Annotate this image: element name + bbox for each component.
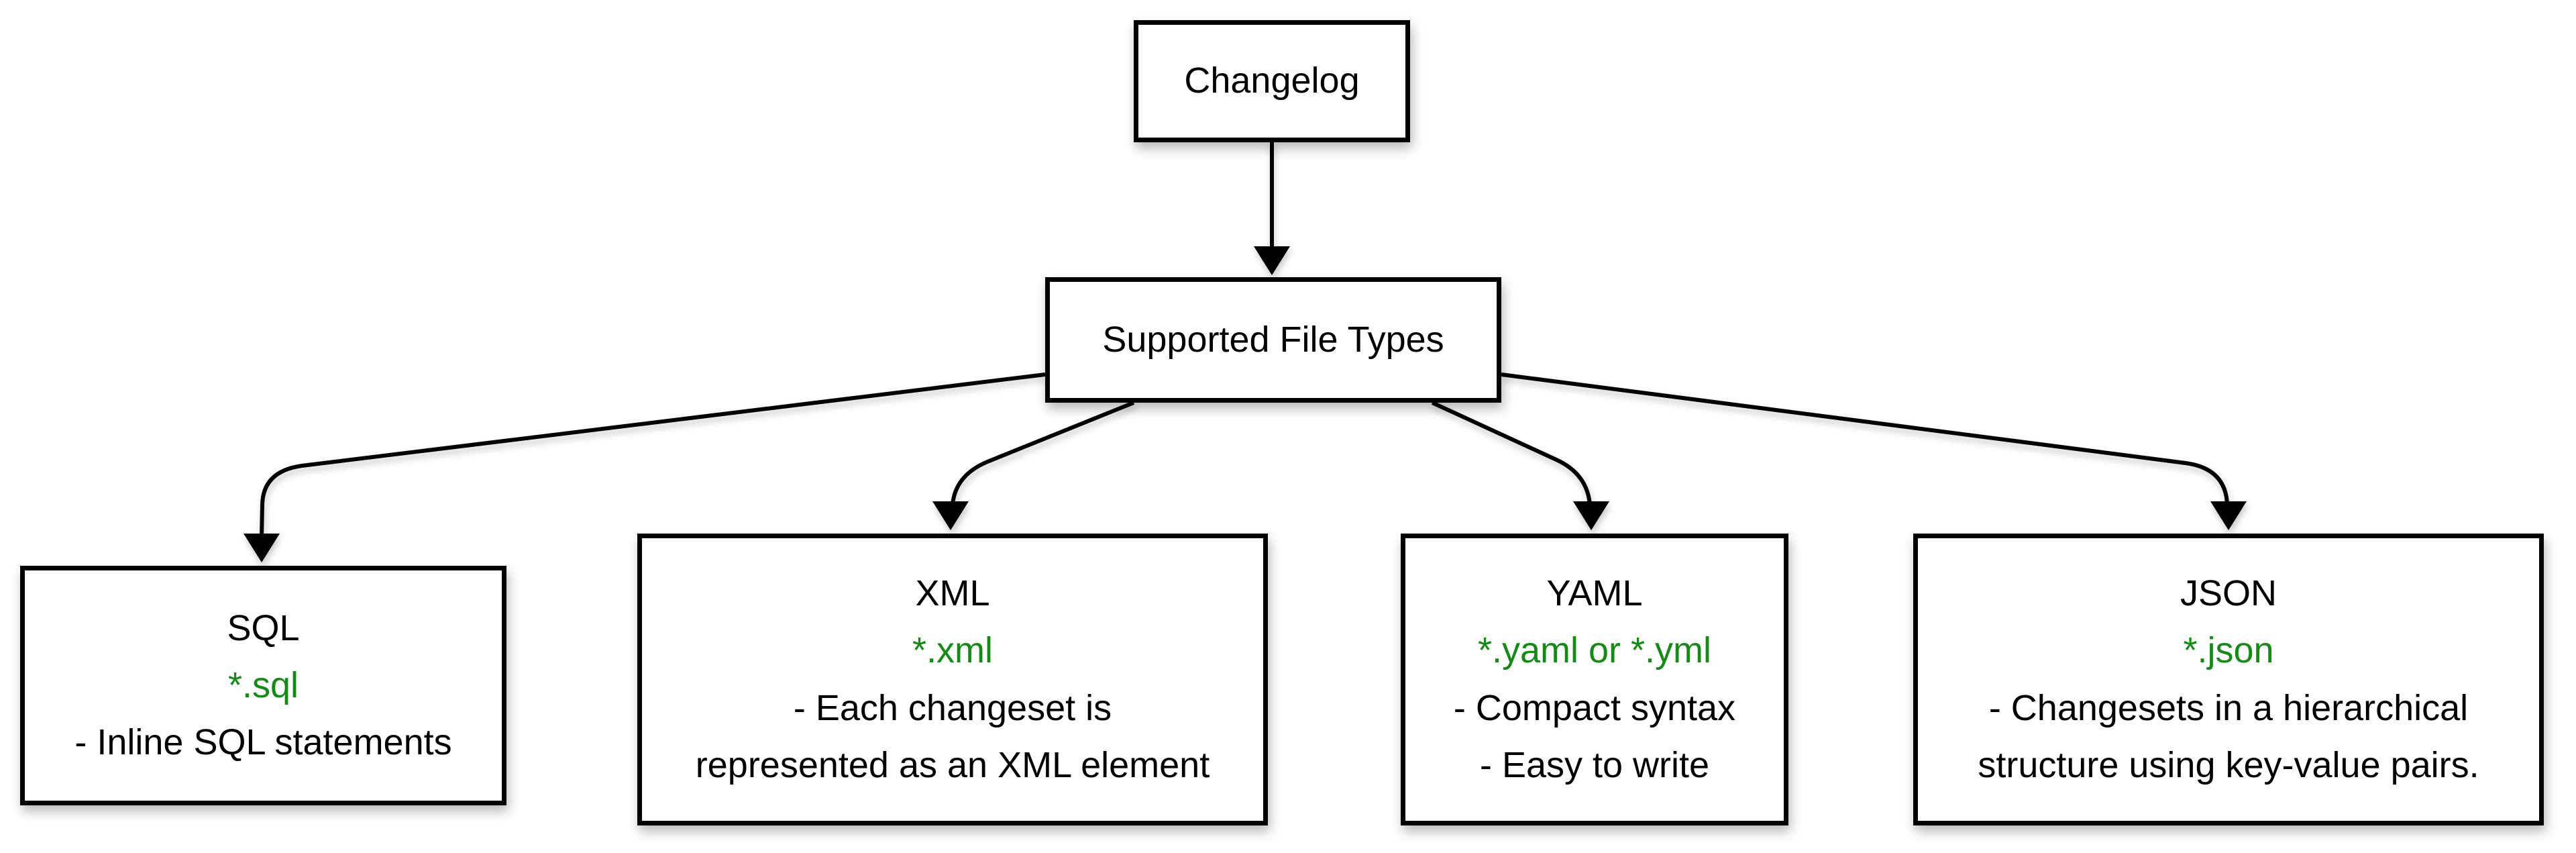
file-pattern: *.json bbox=[2183, 630, 2274, 671]
node-title: YAML bbox=[1546, 572, 1643, 613]
node-desc-line: - Easy to write bbox=[1479, 744, 1710, 785]
node-changelog: Changelog bbox=[1134, 20, 1410, 142]
node-desc-line: represented as an XML element bbox=[695, 744, 1210, 785]
arrowhead-down-icon bbox=[932, 501, 969, 530]
node-desc-line: - Compact syntax bbox=[1453, 687, 1736, 728]
node-supported-file-types: Supported File Types bbox=[1045, 277, 1501, 403]
arrowhead-down-icon bbox=[2210, 501, 2247, 530]
node-desc-line: - Inline SQL statements bbox=[74, 722, 452, 763]
node-xml: XML *.xml - Each changeset is represente… bbox=[637, 534, 1268, 825]
connector-changelog-to-supported-file-types bbox=[1254, 142, 1290, 275]
file-pattern: *.yaml or *.yml bbox=[1477, 630, 1712, 671]
node-sql: SQL *.sql - Inline SQL statements bbox=[20, 566, 506, 805]
node-yaml: YAML *.yaml or *.yml - Compact syntax - … bbox=[1401, 534, 1788, 825]
node-title: SQL bbox=[227, 607, 300, 648]
connector-supported-to-json bbox=[1501, 372, 2247, 530]
file-pattern: *.xml bbox=[912, 630, 993, 671]
node-title: Changelog bbox=[1184, 60, 1360, 101]
node-title: XML bbox=[915, 572, 990, 613]
arrowhead-down-icon bbox=[244, 534, 280, 562]
node-desc-line: - Changesets in a hierarchical bbox=[1988, 687, 2469, 728]
arrowhead-down-icon bbox=[1254, 246, 1290, 275]
node-desc-line: structure using key-value pairs. bbox=[1978, 744, 2479, 785]
connector-supported-to-yaml bbox=[1431, 401, 1609, 530]
connector-supported-to-xml bbox=[932, 401, 1135, 530]
node-json: JSON *.json - Changesets in a hierarchic… bbox=[1913, 534, 2544, 825]
file-pattern: *.sql bbox=[227, 664, 299, 705]
node-desc-line: - Each changeset is bbox=[793, 687, 1112, 728]
arrowhead-down-icon bbox=[1573, 501, 1609, 530]
node-title: Supported File Types bbox=[1102, 319, 1444, 360]
node-title: JSON bbox=[2180, 572, 2277, 613]
